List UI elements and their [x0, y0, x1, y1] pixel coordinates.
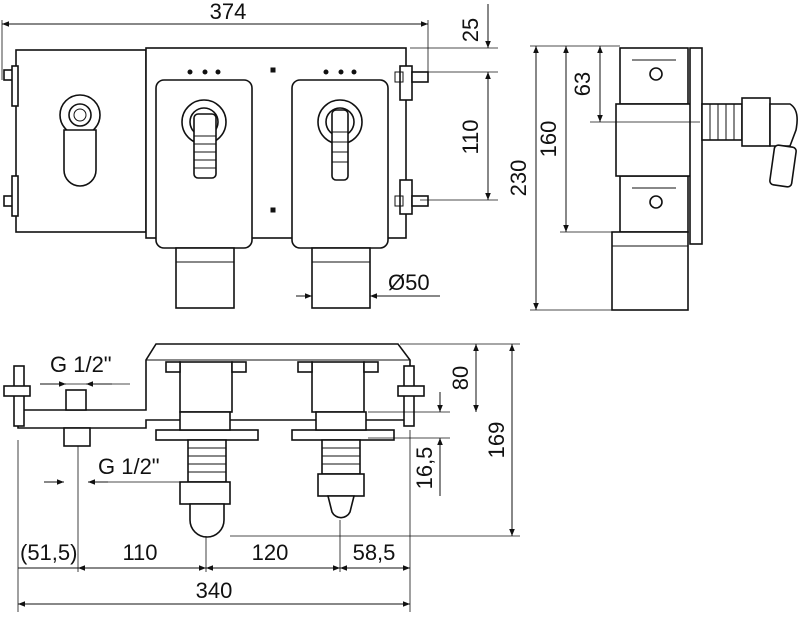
- dim-80: 80: [448, 366, 473, 390]
- dim-diameter: Ø50: [388, 270, 430, 295]
- dim-63: 63: [570, 72, 595, 96]
- dim-120: 120: [252, 540, 289, 565]
- dim-110-top: 110: [458, 119, 483, 154]
- left-drain: [175, 247, 235, 309]
- side-dimensions: 63 160 230: [506, 45, 700, 311]
- dim-160: 160: [536, 121, 561, 158]
- front-dimensions: 374 25 110 Ø50: [1, 0, 498, 299]
- side-drain: [611, 231, 689, 311]
- right-bracket-bottom: [399, 179, 413, 215]
- dim-169: 169: [484, 422, 509, 459]
- dim-16-5: 16,5: [412, 447, 437, 490]
- dim-110-bottom: 110: [122, 540, 157, 565]
- dim-51-5: (51,5): [20, 540, 77, 565]
- dim-thread-bottom: G 1/2": [98, 454, 160, 479]
- right-bracket-top: [399, 65, 413, 101]
- front-view: [3, 47, 429, 309]
- dim-thread-top: G 1/2": [50, 352, 112, 377]
- right-hose: [326, 495, 356, 519]
- dim-230: 230: [506, 160, 531, 197]
- left-flange: [155, 429, 259, 441]
- side-plate: [689, 47, 703, 245]
- plan-dimensions: G 1/2" G 1/2" 80 16,5 169 (51,5) 110 120…: [17, 343, 520, 612]
- side-elbow: [769, 103, 798, 147]
- right-flange: [291, 429, 395, 441]
- left-hose: [189, 503, 225, 538]
- plan-thread: [63, 427, 91, 447]
- dim-374: 374: [210, 0, 247, 24]
- dim-58-5: 58,5: [353, 540, 396, 565]
- dim-25: 25: [458, 18, 483, 42]
- dim-340: 340: [196, 578, 233, 603]
- side-view: [611, 47, 798, 311]
- right-drain: [311, 247, 371, 309]
- plan-view: [3, 343, 425, 538]
